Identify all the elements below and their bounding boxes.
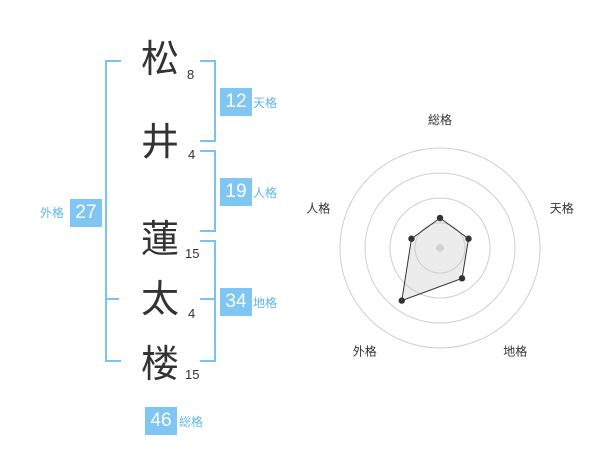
- stroke-count-2: 4: [188, 147, 196, 162]
- name-char-3: 蓮: [140, 217, 179, 261]
- jinkaku-label: 人格: [253, 186, 278, 200]
- gaikaku-badge: 27: [70, 199, 102, 227]
- tenkaku-label: 天格: [253, 96, 278, 110]
- radar-ring-4: [339, 147, 541, 349]
- gaikaku-label: 外格: [40, 206, 65, 220]
- name-char-2: 井: [140, 120, 179, 164]
- radar-axis-label-5: 人格: [306, 200, 330, 215]
- chikaku-badge: 34: [220, 288, 252, 316]
- gaikaku-bracket: [105, 60, 121, 362]
- chikaku-bracket: [200, 240, 216, 362]
- jinkaku-badge: 19: [220, 178, 252, 206]
- tenkaku-badge: 12: [220, 88, 252, 116]
- soukaku-badge: 46: [145, 407, 177, 435]
- name-char-5: 楼: [140, 342, 179, 386]
- radar-point-4: [398, 297, 405, 304]
- tenkaku-bracket: [200, 60, 216, 142]
- radar-ring-2: [389, 197, 491, 299]
- stroke-count-1: 8: [187, 67, 195, 82]
- radar-axis-label-4: 外格: [353, 344, 377, 359]
- chikaku-label: 地格: [253, 296, 278, 310]
- radar-point-2: [465, 235, 472, 242]
- radar-point-1: [436, 214, 444, 222]
- radar-ring-1: [414, 222, 466, 274]
- stroke-count-3: 15: [185, 246, 200, 261]
- radar-series-polygon: [401, 217, 470, 302]
- radar-point-5: [408, 235, 415, 242]
- stroke-count-4: 4: [188, 306, 196, 321]
- radar-axis-label-2: 天格: [550, 200, 574, 215]
- name-char-4: 太: [140, 277, 179, 321]
- jinkaku-bracket: [200, 150, 216, 232]
- soukaku-label: 総格: [179, 415, 204, 429]
- stroke-count-5: 15: [185, 367, 200, 382]
- name-char-1: 松: [140, 37, 179, 81]
- chikaku-bracket-tick: [200, 298, 216, 300]
- gaikaku-bracket-tick: [105, 298, 119, 300]
- radar-axis-label-3: 地格: [503, 344, 527, 359]
- radar-ring-3: [364, 172, 516, 324]
- radar-point-3: [458, 275, 466, 282]
- radar-axis-label-1: 総格: [428, 112, 452, 127]
- radar-center-dot: [436, 244, 444, 252]
